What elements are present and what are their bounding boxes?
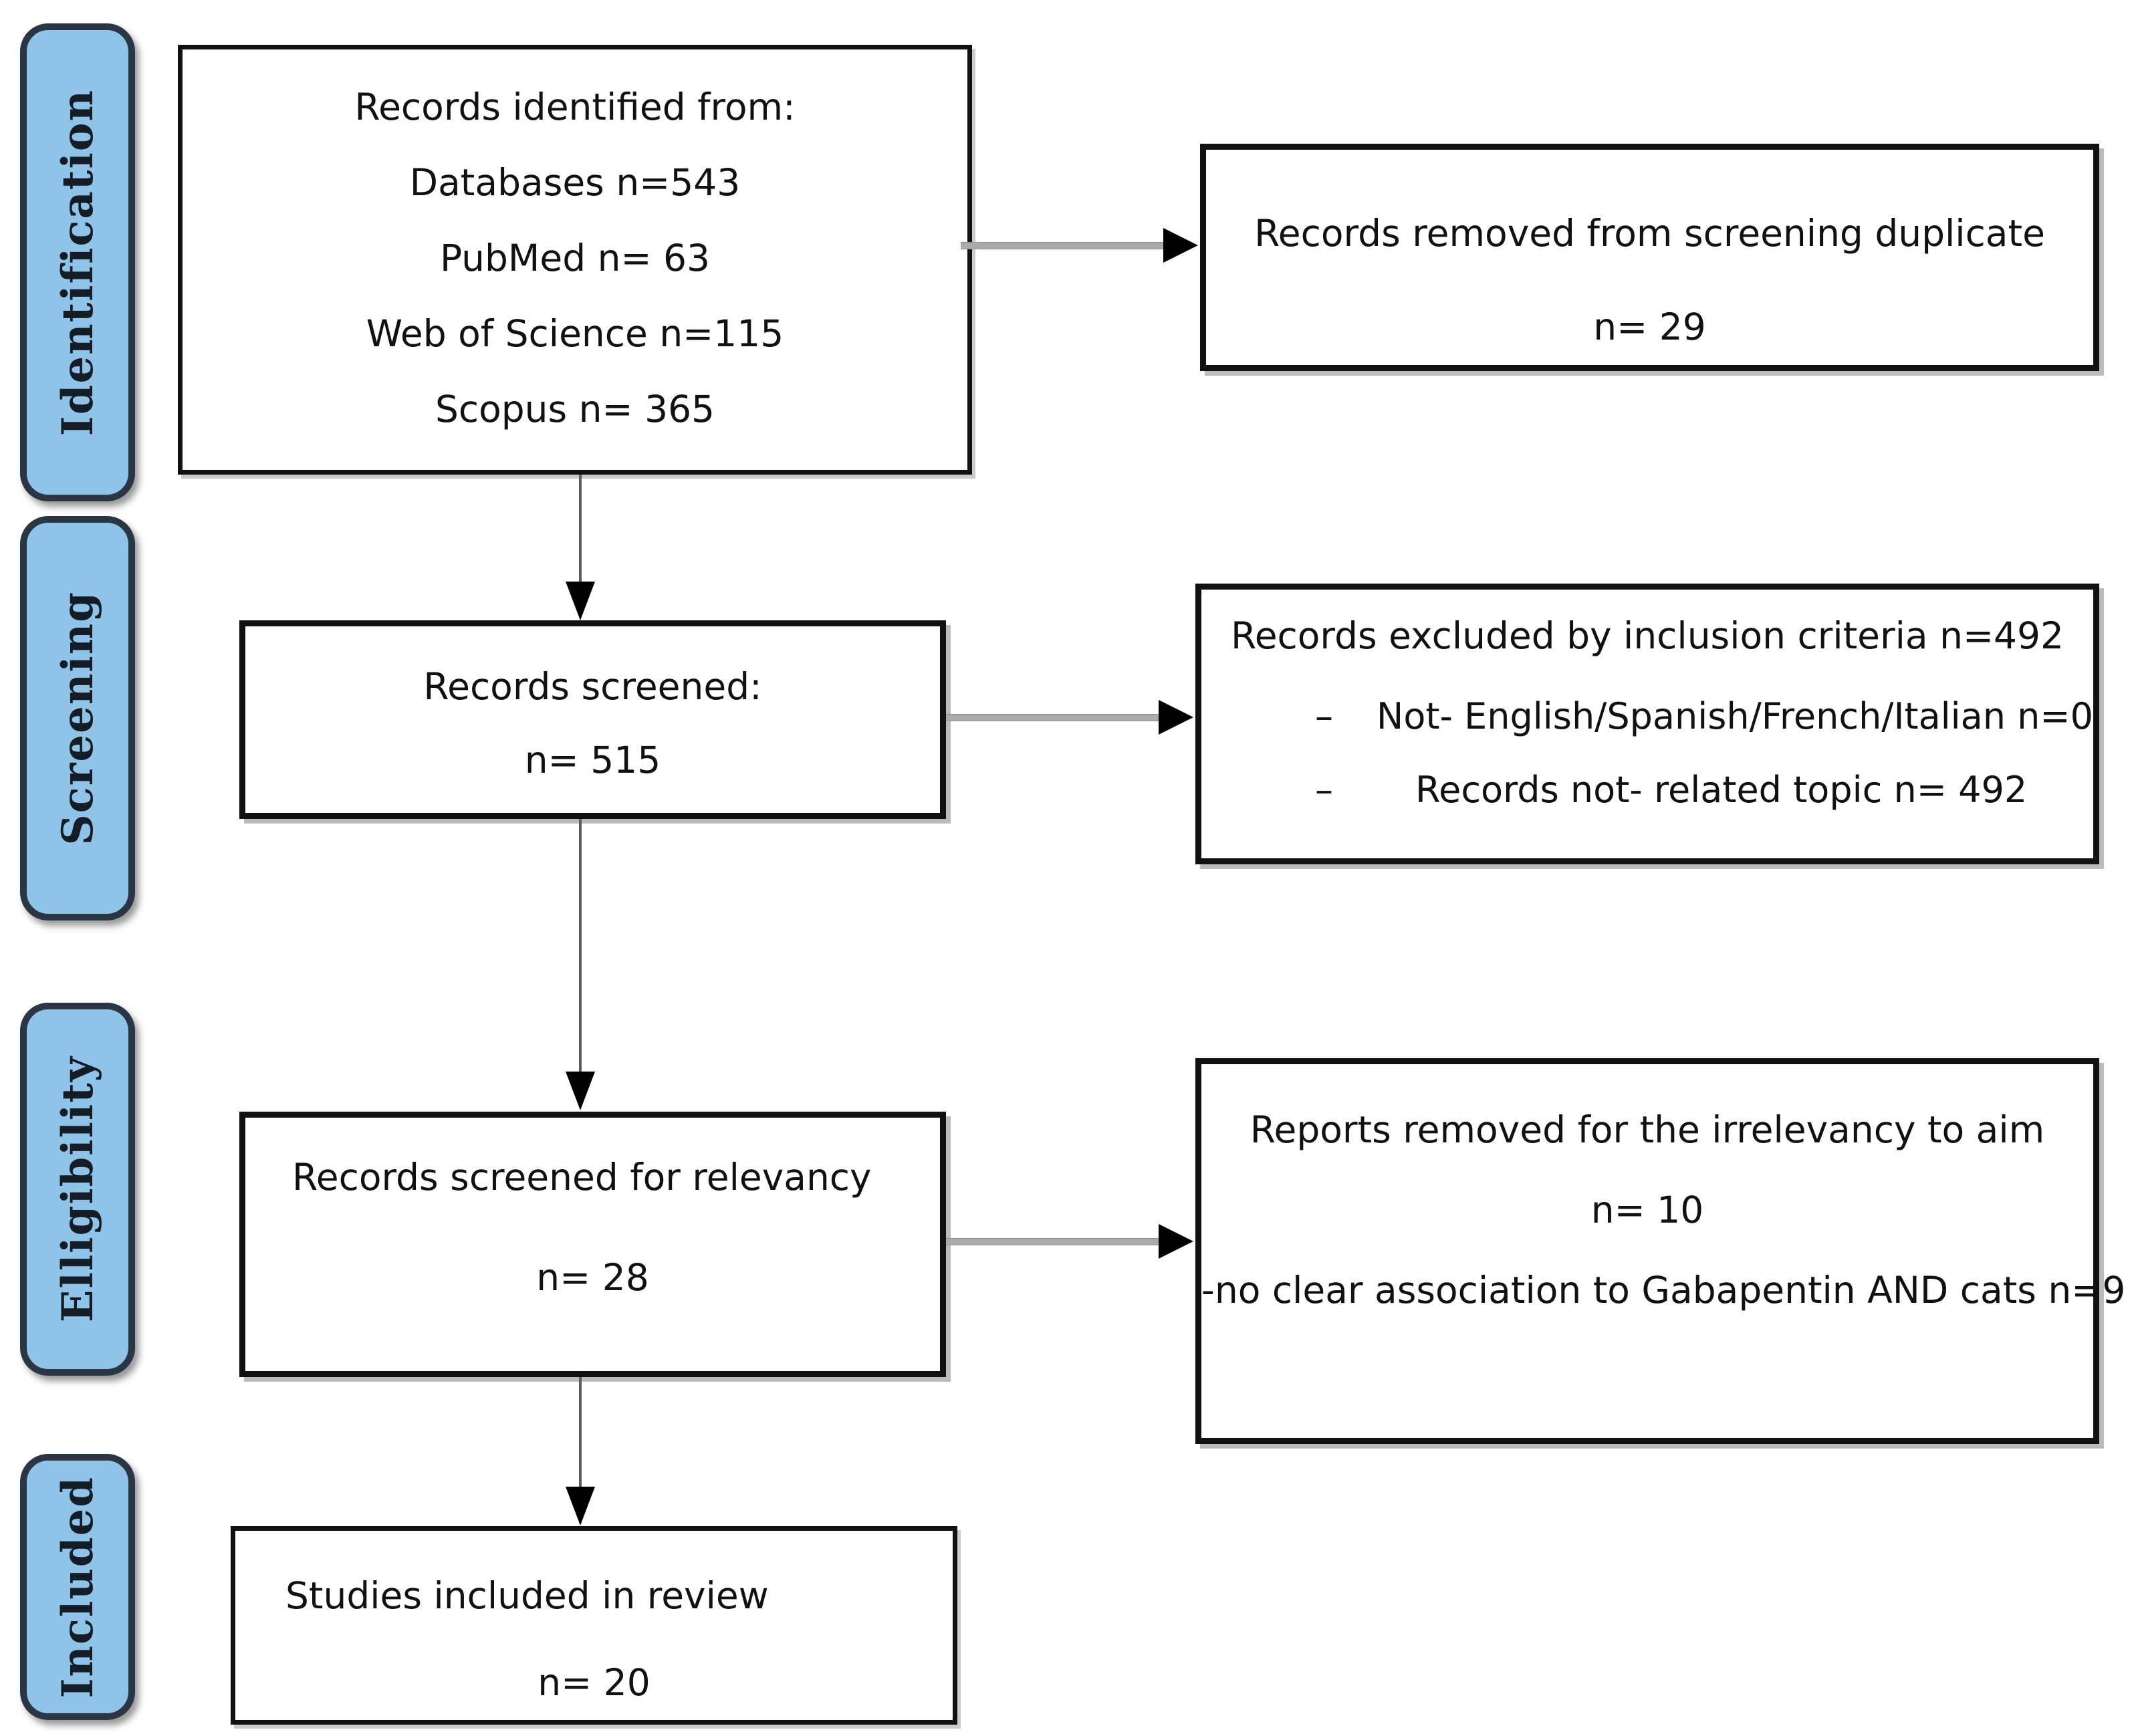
stage-label-included: Included xyxy=(52,1475,103,1699)
arrowhead-down-icon xyxy=(566,582,595,620)
arrow-screened-to-relevancy-line xyxy=(579,819,582,1075)
stage-label-eligibility: Elligibility xyxy=(52,1056,103,1323)
excluded-bullet-topic-text: Records not- related topic n= 492 xyxy=(1415,769,2028,811)
excluded-bullet-topic: – Records not- related topic n= 492 xyxy=(1201,765,2093,815)
arrow-identified-to-duplicates-line xyxy=(961,242,1165,249)
duplicates-removed-title: Records removed from screening duplicate xyxy=(1254,212,2045,255)
records-excluded-title: Records excluded by inclusion criteria n… xyxy=(1230,614,2064,657)
reports-removed-title: Reports removed for the irrelevancy to a… xyxy=(1250,1108,2045,1151)
records-screened-title: Records screened: xyxy=(423,665,762,708)
reports-removed-count: n= 10 xyxy=(1590,1189,1704,1231)
stage-label-screening: Screening xyxy=(52,591,103,846)
stage-pill-eligibility: Elligibility xyxy=(20,1003,135,1376)
box-reports-removed: Reports removed for the irrelevancy to a… xyxy=(1195,1058,2126,1444)
studies-included-title: Studies included in review xyxy=(285,1574,769,1617)
records-screened-count: n= 515 xyxy=(524,739,661,781)
arrowhead-down-icon xyxy=(566,1072,595,1110)
bullet-dash-icon: – xyxy=(1315,695,1333,737)
stage-label-identification: Identification xyxy=(52,88,103,437)
excluded-bullet-language: – Not- English/Spanish/French/Italian n=… xyxy=(1201,691,2093,741)
arrow-relevancy-to-removed-line xyxy=(946,1238,1160,1245)
arrowhead-right-icon xyxy=(1159,700,1193,735)
excluded-bullet-language-text: Not- English/Spanish/French/Italian n=0 xyxy=(1376,695,2093,737)
studies-included-count: n= 20 xyxy=(538,1661,650,1704)
arrow-relevancy-to-included-line xyxy=(579,1377,582,1489)
box-screened-for-relevancy: Records screened for relevancy n= 28 xyxy=(239,1112,946,1377)
box-studies-included: Studies included in review n= 20 xyxy=(231,1526,957,1725)
records-identified-databases: Databases n=543 xyxy=(409,161,741,204)
records-identified-title: Records identified from: xyxy=(354,86,796,128)
records-identified-scopus: Scopus n= 365 xyxy=(435,388,715,430)
arrow-screened-to-excluded-line xyxy=(946,714,1160,721)
bullet-dash-icon: – xyxy=(1315,769,1333,811)
duplicates-removed-count: n= 29 xyxy=(1593,305,1706,348)
arrowhead-right-icon xyxy=(1163,228,1198,263)
arrow-identified-to-screened-line xyxy=(579,475,582,585)
stage-pill-identification: Identification xyxy=(20,23,135,501)
reports-removed-reason: -no clear association to Gabapentin AND … xyxy=(1201,1269,2126,1312)
stage-pill-screening: Screening xyxy=(20,516,135,920)
relevancy-title: Records screened for relevancy xyxy=(292,1156,872,1199)
relevancy-count: n= 28 xyxy=(536,1256,649,1299)
box-records-excluded: Records excluded by inclusion criteria n… xyxy=(1195,584,2099,864)
box-duplicates-removed: Records removed from screening duplicate… xyxy=(1200,144,2099,371)
records-identified-pubmed: PubMed n= 63 xyxy=(439,237,711,279)
arrowhead-right-icon xyxy=(1159,1224,1193,1259)
box-records-screened: Records screened: n= 515 xyxy=(239,620,946,819)
box-records-identified: Records identified from: Databases n=543… xyxy=(178,45,972,475)
stage-pill-included: Included xyxy=(20,1454,135,1720)
records-identified-web-of-science: Web of Science n=115 xyxy=(366,312,784,355)
arrowhead-down-icon xyxy=(566,1487,595,1525)
